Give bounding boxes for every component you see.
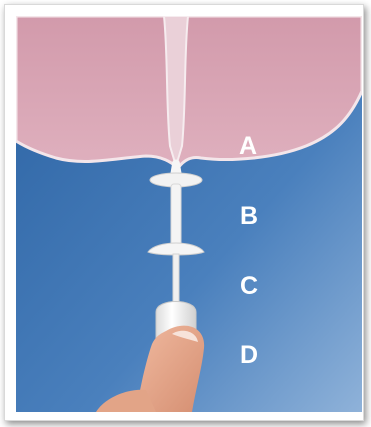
device-illustration [16,16,362,412]
device-stem [173,254,179,304]
device-shaft [171,184,181,246]
label-c: C [240,274,258,299]
label-b: B [240,204,258,229]
illustration-scene: A B C D [16,16,362,412]
tissue [16,16,362,168]
label-d: D [240,343,258,368]
label-a: A [239,134,257,159]
image-frame: A B C D [4,4,364,421]
